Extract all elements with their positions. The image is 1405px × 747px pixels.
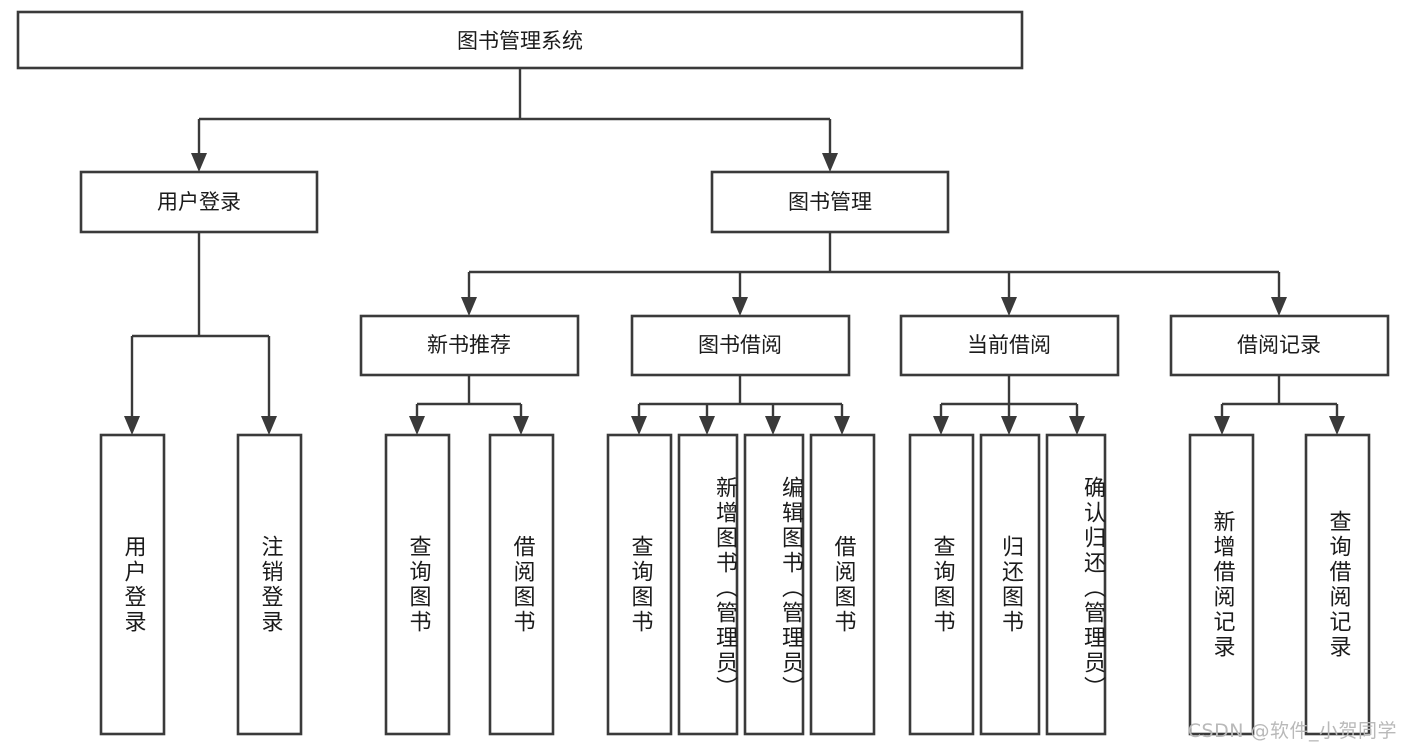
node-leaf-edit-book-box[interactable] xyxy=(743,433,805,736)
node-leaf-borrow-book-2-box[interactable] xyxy=(809,433,876,736)
arrowhead-leaf-borrow-book-1 xyxy=(513,416,529,435)
node-leaf-borrow-book-1-box[interactable] xyxy=(488,433,555,736)
node-leaf-add-record-box[interactable] xyxy=(1188,433,1255,736)
arrowhead-leaf-user-login xyxy=(124,416,140,435)
node-borrow-record-label: 借阅记录 xyxy=(1237,333,1321,357)
arrowhead-leaf-query-book-1 xyxy=(409,416,425,435)
node-user-login-box[interactable] xyxy=(79,170,319,234)
node-current-borrow-box[interactable] xyxy=(899,314,1120,377)
arrowhead-book-management xyxy=(822,153,838,172)
arrowhead-leaf-add-book xyxy=(699,416,715,435)
arrowhead-leaf-borrow-book-2 xyxy=(834,416,850,435)
arrowhead-new-book-recommend xyxy=(461,297,477,316)
arrowhead-current-borrow xyxy=(1001,297,1017,316)
node-book-management-box[interactable] xyxy=(710,170,950,234)
arrowhead-user-login xyxy=(191,153,207,172)
node-book-management-label: 图书管理 xyxy=(788,190,872,214)
arrowhead-leaf-return-book xyxy=(1001,416,1017,435)
node-leaf-query-book-1-box[interactable] xyxy=(384,433,451,736)
node-layer: 图书管理系统 用户登录 图书管理 新书推荐 图书借阅 当前借阅 借阅记录 xyxy=(16,10,1390,736)
node-user-login-label: 用户登录 xyxy=(157,190,241,214)
node-root-box[interactable] xyxy=(16,10,1024,70)
node-current-borrow-label: 当前借阅 xyxy=(967,333,1051,357)
arrowhead-book-borrow xyxy=(732,297,748,316)
arrowhead-leaf-edit-book xyxy=(765,416,781,435)
watermark-text: CSDN @软件_小贺同学 xyxy=(1187,720,1397,742)
node-borrow-record-box[interactable] xyxy=(1169,314,1390,377)
arrowhead-leaf-query-book-2 xyxy=(631,416,647,435)
node-leaf-query-record-box[interactable] xyxy=(1304,433,1371,736)
node-root-label: 图书管理系统 xyxy=(457,29,583,53)
arrowhead-leaf-query-book-3 xyxy=(933,416,949,435)
node-leaf-query-book-3-box[interactable] xyxy=(908,433,975,736)
node-new-book-recommend-label: 新书推荐 xyxy=(427,333,511,357)
node-leaf-add-book-box[interactable] xyxy=(677,433,739,736)
node-book-borrow-label: 图书借阅 xyxy=(698,333,782,357)
arrowhead-leaf-add-record xyxy=(1214,416,1230,435)
node-leaf-confirm-return-box[interactable] xyxy=(1045,433,1107,736)
arrowhead-leaf-user-logout xyxy=(261,416,277,435)
arrowhead-borrow-record xyxy=(1271,297,1287,316)
node-leaf-return-book-box[interactable] xyxy=(979,433,1041,736)
node-leaf-query-book-2-box[interactable] xyxy=(606,433,673,736)
node-new-book-recommend-box[interactable] xyxy=(359,314,580,377)
connector-layer xyxy=(124,68,1345,435)
arrowhead-leaf-confirm-return xyxy=(1069,416,1085,435)
node-book-borrow-box[interactable] xyxy=(630,314,851,377)
arrowhead-leaf-query-record xyxy=(1329,416,1345,435)
node-leaf-user-login-box[interactable] xyxy=(99,433,166,736)
node-leaf-user-logout-box[interactable] xyxy=(236,433,303,736)
